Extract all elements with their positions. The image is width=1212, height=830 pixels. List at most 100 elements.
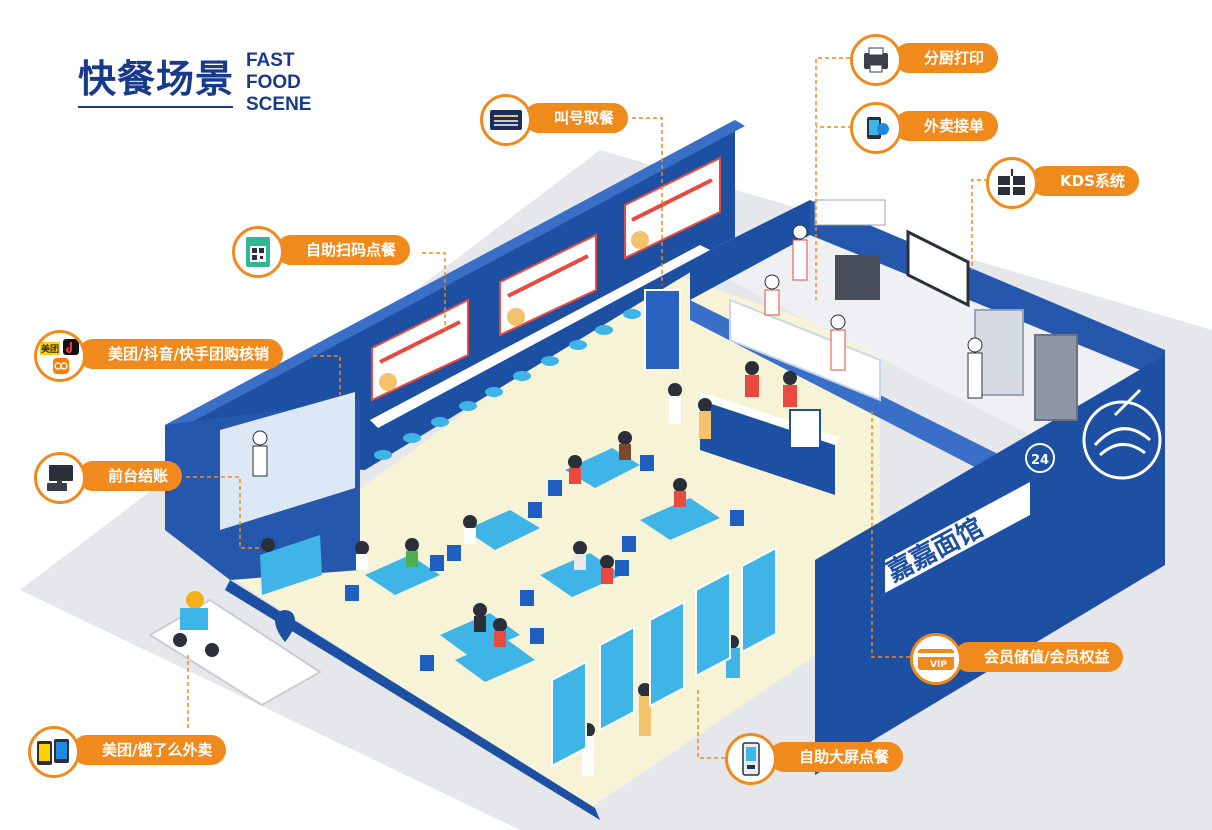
service-counter: [700, 400, 835, 495]
stool: [485, 387, 503, 397]
delivery-rider: [173, 591, 295, 657]
person-body: [601, 568, 613, 584]
menu-board: [624, 156, 721, 260]
meituan-logo-text: 美团: [41, 343, 59, 355]
person-body: [674, 491, 686, 507]
map-pin-icon: [275, 610, 295, 642]
delivery-phones-icon: [28, 726, 80, 778]
chair: [615, 560, 629, 576]
front-bottom-wall: [225, 580, 600, 820]
self-service-kiosks: [551, 546, 777, 768]
wall-menu-boards: [371, 156, 721, 402]
person-body: [406, 551, 418, 567]
dining-table: [465, 510, 540, 550]
person-body: [699, 411, 711, 439]
kitchen-shelf: [814, 199, 886, 226]
kiosk: [649, 600, 685, 708]
cashier: [745, 361, 759, 375]
page-subtitle: FAST FOOD SCENE: [246, 50, 311, 116]
stool: [403, 433, 421, 443]
menu-stripe: [507, 254, 589, 298]
kiosk: [741, 546, 777, 654]
callout-label: 会员储值/会员权益: [954, 642, 1124, 672]
person: [355, 541, 369, 555]
connector-group-buy: [313, 355, 341, 395]
back-kitchen-window: [220, 392, 355, 530]
connector-self-scan: [422, 252, 446, 330]
menu-screens-kitchen: [906, 229, 970, 308]
person-body: [619, 444, 631, 460]
menu-stripe: [379, 320, 461, 364]
person: [573, 541, 587, 555]
back-wall-top: [165, 120, 745, 431]
stool: [374, 450, 392, 460]
kiosk: [599, 625, 635, 732]
chef-body: [792, 239, 808, 281]
wall-counter: [370, 245, 710, 428]
chef: [252, 430, 268, 446]
rider-body: [180, 608, 208, 630]
subtitle-line-1: FAST FOOD: [246, 50, 301, 93]
qr-code-icon: [232, 226, 284, 278]
callout-label: 美团/饿了么外卖: [72, 735, 227, 765]
subtitle-line-2: SCENE: [246, 94, 312, 115]
chef-body: [764, 289, 780, 316]
callout-label: 前台结账: [78, 461, 183, 491]
stool: [595, 325, 613, 335]
stool: [431, 417, 449, 427]
brand-logo-noodles: [1093, 388, 1151, 457]
kiosk: [551, 660, 587, 768]
dining-table: [455, 638, 535, 682]
vip-card-icon: VIP: [910, 633, 962, 685]
pass-window-counter: [729, 298, 881, 402]
callout-label: 美团/抖音/快手团购核销: [78, 339, 283, 369]
front-desk-staff: [261, 538, 275, 552]
person-body: [356, 554, 368, 570]
stove: [835, 255, 880, 300]
drink-dispenser: [789, 409, 821, 449]
store-sign: [885, 482, 1030, 593]
connector-checkout: [186, 476, 262, 549]
stool: [569, 340, 587, 350]
chef-body: [252, 445, 268, 477]
brand-logo: [1082, 400, 1162, 480]
printer-icon: [850, 34, 902, 86]
kitchen-back-wall: [690, 200, 810, 300]
person: [568, 455, 582, 469]
callout-connectors: [186, 57, 988, 759]
stool: [459, 401, 477, 411]
chef: [967, 337, 983, 353]
person: [463, 515, 477, 529]
clock-badge: 24: [1031, 453, 1049, 468]
dining-table: [365, 555, 440, 595]
menu-board: [499, 233, 597, 337]
callout-label: 分厨打印: [894, 43, 999, 73]
chair: [447, 545, 461, 561]
connector-kds: [971, 179, 988, 270]
stool: [541, 356, 559, 366]
chef: [764, 274, 780, 290]
chair: [520, 590, 534, 606]
scooter-wheel: [173, 633, 187, 647]
connector-call-number: [632, 117, 663, 285]
person: [668, 383, 682, 397]
person: [405, 538, 419, 552]
callout-label: 自助扫码点餐: [276, 235, 411, 265]
person-body: [569, 468, 581, 484]
chair: [430, 555, 444, 571]
chair: [640, 455, 654, 471]
kitchen-staff: [252, 224, 983, 477]
callout-label: KDS系统: [1030, 166, 1139, 196]
cashier-body: [745, 375, 759, 397]
chef-body: [967, 352, 983, 399]
person: [698, 398, 712, 412]
diners: [355, 383, 740, 776]
noodle-bowl-image: [631, 231, 649, 249]
pos-terminal-icon: [34, 452, 86, 504]
callout-label: 叫号取餐: [524, 103, 629, 133]
chair: [528, 502, 542, 518]
menu-stripe: [631, 178, 713, 222]
person: [600, 555, 614, 569]
clock-24-icon: [1025, 443, 1055, 473]
callout-label: 自助大屏点餐: [769, 742, 904, 772]
